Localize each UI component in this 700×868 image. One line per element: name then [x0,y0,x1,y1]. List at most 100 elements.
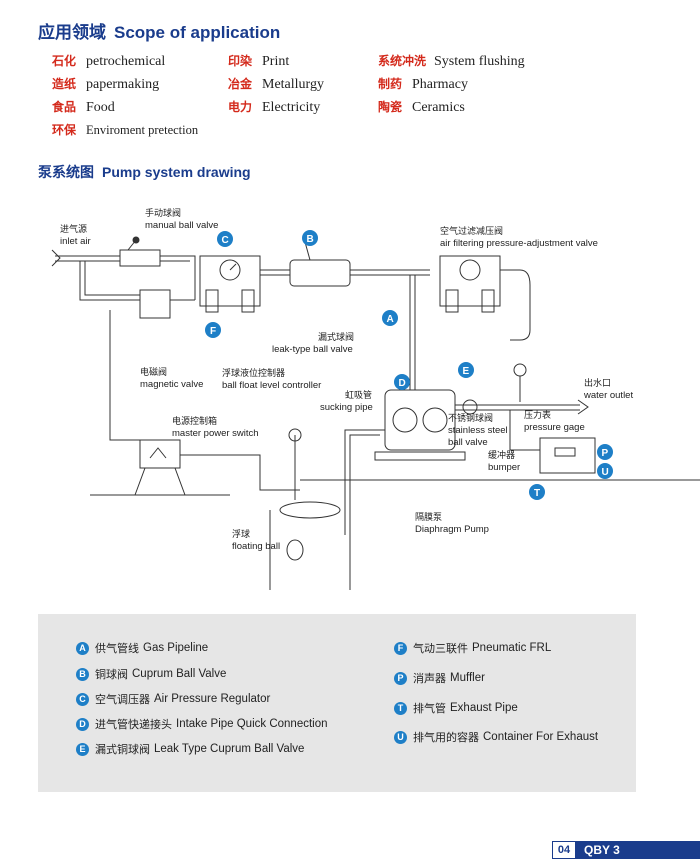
master-power-switch-box [139,439,181,469]
legend-item-en: Muffler [450,672,485,684]
app-item: 环保 Enviroment pretection [52,121,198,138]
floating-ball-label-zh: 浮球 [232,528,250,540]
afr-label-zh: 空气过滤减压阀 [440,225,503,237]
float-controller-label-en: ball float level controller [222,380,321,391]
diagram-markers: C B F A D E P U T [205,230,613,500]
app-item-zh: 食品 [52,100,77,114]
marker-p-circle [597,444,613,460]
app-item-en: Print [262,54,290,69]
frl-unit-right [439,255,501,307]
marker-c-circle [217,231,233,247]
power-box-stand [134,467,186,496]
app-item-zh: 冶金 [228,77,253,91]
manual-ball-valve [119,249,161,267]
page-footer: 04 QBY 3 [552,841,700,859]
app-item-en: Enviroment pretection [86,123,199,137]
gage-label-en: pressure gage [524,422,585,433]
power-switch-label-en: master power switch [172,428,259,439]
legend-badge: D [76,717,89,731]
legend-item-en: Leak Type Cuprum Ball Valve [154,743,305,755]
pipe-to-leak-valve [260,269,290,276]
ss-valve-label-zh: 不锈钢球阀 [448,412,493,424]
pressure-regulator-gauge [219,259,241,281]
bumper-body [539,437,596,474]
pump-chamber-right [422,407,448,433]
marker-u-circle [597,463,613,479]
gauge-needle [229,263,237,271]
app-item-zh: 印染 [228,54,253,68]
tank-liquid-surface [279,501,341,519]
marker-d: D [399,378,406,389]
right-lubricator-bowl [481,289,495,313]
page-number: 04 [552,841,576,859]
legend-item-en: Container For Exhaust [483,731,599,743]
bumper-window [554,447,576,457]
scope-heading-en: Scope of application [114,23,281,42]
water-outlet-pipe [455,404,580,411]
legend-item-zh: 铜球阀 [95,668,128,681]
app-item-en: papermaking [86,77,160,92]
marker-d-circle [394,374,410,390]
manual-valve-label-zh: 手动球阀 [145,207,181,219]
bumper-label-en: bumper [488,462,520,473]
legend-item-zh: 排气管 [413,702,446,715]
marker-e-circle [458,362,474,378]
right-regulator-gauge [459,259,481,281]
outlet-label-zh: 出水口 [584,377,611,389]
legend-item-zh: 进气管快递接头 [95,718,172,731]
legend-item-zh: 消声器 [413,672,446,685]
legend-item-zh: 供气管线 [95,642,139,655]
app-item-en: Pharmacy [412,77,468,92]
bumper-label-zh: 缓冲器 [488,449,515,461]
sucking-pipe-label-en: sucking pipe [320,402,373,413]
inlet-air-pipe [55,255,120,262]
ground-line [90,479,700,496]
pressure-gage [513,363,527,377]
legend-item: A 供气管线 Gas Pipeline [76,640,208,656]
outlet-arrow [577,399,589,415]
branch-pipe [79,261,140,301]
air-line-down [500,269,531,341]
app-item-zh: 电力 [228,100,253,114]
app-item-zh: 造纸 [52,77,77,91]
power-switch-label-zh: 电源控制箱 [172,415,217,427]
app-item-en: petrochemical [86,54,166,69]
leak-type-ball-valve-body [289,259,351,287]
level-controller-wire [180,454,300,491]
drawing-heading-zh: 泵系统图 [38,165,94,181]
main-air-pipe [160,255,196,300]
marker-c: C [222,235,229,246]
floating-ball-label-en: floating ball [232,541,280,552]
marker-a-circle [382,310,398,326]
legend-item-en: Gas Pipeline [143,642,209,654]
leak-valve-label-zh: 漏式球阀 [318,331,354,343]
app-item-zh: 环保 [52,123,77,137]
legend-badge: F [394,641,407,655]
inlet-air-label-en: inlet air [60,236,91,247]
gage-label-zh: 压力表 [524,409,551,421]
branch-pipe-inner [84,261,140,296]
float-controller-label-zh: 浮球液位控制器 [222,367,285,379]
frl-unit-left [199,255,261,307]
legend-item-zh: 气动三联件 [413,642,468,655]
level-controller-head [288,428,302,442]
marker-b: B [307,234,314,245]
marker-e: E [463,366,470,377]
lubricator-bowl [241,289,255,313]
marker-u: U [602,467,609,478]
legend-badge: A [76,641,89,655]
sucking-pipe-label-zh: 虹吸管 [345,389,372,401]
diaphragm-label-en: Diaphragm Pump [415,524,489,535]
legend-badge: C [76,692,89,706]
marker-a: A [387,314,394,325]
